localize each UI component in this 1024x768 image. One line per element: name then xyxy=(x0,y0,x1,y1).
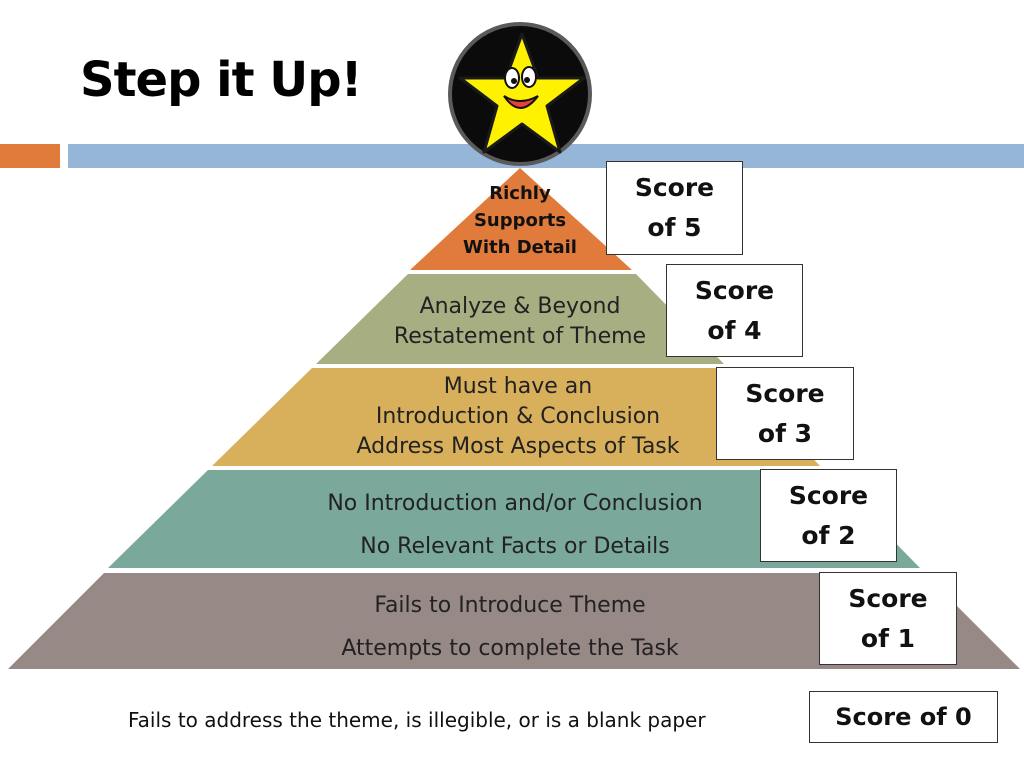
score-2-value: of 2 xyxy=(801,520,856,550)
score-box-1: Score of 1 xyxy=(819,572,957,665)
score-box-5: Score of 5 xyxy=(606,161,743,255)
tier-5-line-2: Supports xyxy=(473,210,567,231)
score-1-word: Score xyxy=(848,583,928,613)
score-3-word: Score xyxy=(745,378,825,408)
pyramid-tier-3 xyxy=(212,368,820,466)
pyramid-tier-2 xyxy=(108,470,920,568)
pyramid-tier-1 xyxy=(8,573,1020,669)
star-badge xyxy=(448,22,592,166)
tier-2-line-1: No Introduction and/or Conclusion xyxy=(327,491,703,516)
tier-5-line-1: Richly xyxy=(489,183,551,204)
score-1-value: of 1 xyxy=(860,623,916,653)
tier-2-line-2: No Relevant Facts or Details xyxy=(360,534,670,559)
tier-4-line-1: Analyze & Beyond xyxy=(419,294,621,319)
score-4-word: Score xyxy=(694,275,775,305)
score-box-2: Score of 2 xyxy=(760,469,897,562)
tier-3-line-3: Address Most Aspects of Task xyxy=(356,434,680,459)
score-4-value: of 4 xyxy=(707,315,762,345)
pyramid-tier-5 xyxy=(410,168,632,270)
tier-3-text: Must have an Introduction & Conclusion A… xyxy=(318,372,718,462)
score-5-value: of 5 xyxy=(647,213,702,242)
accent-bar-orange xyxy=(0,144,60,168)
score-3-value: of 3 xyxy=(757,418,813,448)
score-0-description: Fails to address the theme, is illegible… xyxy=(128,708,706,732)
tier-2-text: No Introduction and/or Conclusion No Rel… xyxy=(290,482,740,568)
score-box-0: Score of 0 xyxy=(809,691,998,743)
tier-3-line-2: Introduction & Conclusion xyxy=(375,404,661,429)
score-2-word: Score xyxy=(788,480,869,510)
pyramid-tier-4 xyxy=(316,274,724,364)
tier-4-line-2: Restatement of Theme xyxy=(393,324,647,349)
score-box-3: Score of 3 xyxy=(716,367,854,460)
smiling-star-icon xyxy=(458,32,586,154)
score-5-word: Score xyxy=(634,173,715,202)
tier-5-text: Richly Supports With Detail xyxy=(440,180,600,261)
tier-1-line-2: Attempts to complete the Task xyxy=(341,636,679,661)
tier-1-text: Fails to Introduce Theme Attempts to com… xyxy=(300,584,720,670)
tier-1-line-1: Fails to Introduce Theme xyxy=(374,593,646,618)
tier-3-line-1: Must have an xyxy=(443,374,593,399)
tier-4-text: Analyze & Beyond Restatement of Theme xyxy=(370,292,670,352)
score-box-4: Score of 4 xyxy=(666,264,803,357)
slide-title: Step it Up! xyxy=(80,52,362,108)
tier-5-line-3: With Detail xyxy=(463,237,577,258)
